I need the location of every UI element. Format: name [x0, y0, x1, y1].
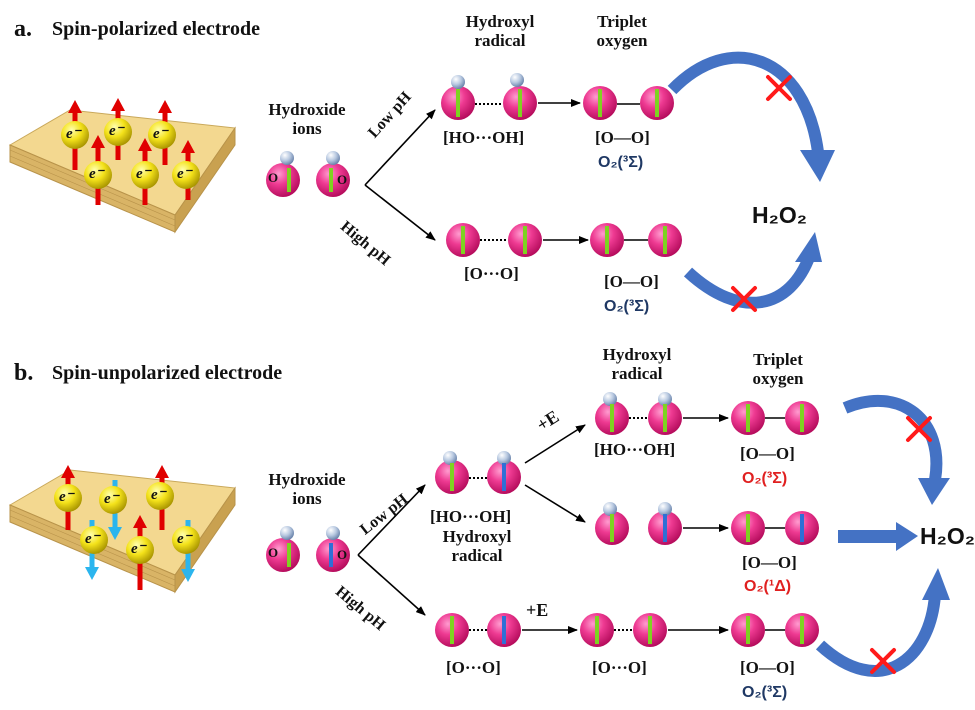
ho-oh-b-mid: [HO···OH]: [430, 507, 512, 526]
blue-curve-arrow-a-top: [667, 51, 835, 182]
electron-label: e⁻: [177, 166, 192, 182]
hydroxyl-label-a: Hydroxyl radical: [465, 12, 535, 50]
branch-arrows-b: [357, 424, 586, 616]
panel-a-title: Spin-polarized electrode: [52, 18, 260, 40]
electron-up-b3: [146, 465, 174, 530]
o-bond-o-b2: [O—O]: [742, 553, 797, 572]
panel-a-letter: a.: [14, 16, 32, 42]
triplet-oxygen-b-bottom: [731, 613, 819, 647]
o-dots-o-b1: [O···O]: [446, 658, 501, 677]
electron-label: e⁻: [85, 531, 100, 547]
o-bond-o-b3: [O—O]: [740, 658, 795, 677]
hydroxyl-label-b-top: Hydroxyl radical: [602, 345, 672, 383]
electron-up-a4: [84, 135, 112, 205]
panel-b-title: Spin-unpolarized electrode: [52, 362, 283, 384]
ho-oh-b-top: [HO···OH]: [594, 440, 676, 459]
atom-o-b2: O: [337, 547, 348, 562]
block-cross-a-bottom: [731, 286, 757, 312]
electron-down-b2: [99, 480, 127, 540]
electrons-b: [54, 465, 200, 590]
electron-up-a1: [61, 100, 89, 170]
o-dots-o-pair-b-2: [580, 613, 667, 647]
h2o2-a: H₂O₂: [752, 202, 807, 228]
o-bond-o-a1: [O—O]: [595, 128, 650, 147]
atom-o-a1: O: [268, 170, 279, 185]
atom-o-a2: O: [337, 172, 348, 187]
electron-label: e⁻: [151, 487, 166, 503]
triplet-label-a: Triplet oxygen: [596, 12, 648, 50]
branch-arrows-a: [364, 109, 436, 241]
electron-up-a6: [172, 140, 200, 200]
o2-singlet-b-red: O₂(¹Δ): [744, 578, 792, 595]
blue-curve-arrow-b-top: [842, 394, 950, 505]
hydroxide-ions-b: [266, 526, 350, 572]
electron-down-b6: [172, 520, 200, 582]
triplet-oxygen-b-top: [731, 401, 819, 435]
singlet-oxygen-b: [731, 511, 819, 545]
blue-straight-arrow-b: [838, 522, 918, 551]
o-dots-o-a: [O···O]: [464, 264, 519, 283]
triplet-oxygen-a-bottom: [590, 223, 682, 257]
electron-up-a3: [148, 100, 176, 165]
electron-label: e⁻: [177, 531, 192, 547]
o-dots-o-pair-b-1: [435, 613, 521, 647]
hydroxide-label-a: Hydroxide ions: [268, 100, 346, 138]
electron-up-a2: [104, 98, 132, 160]
plus-e-b2: +E: [526, 600, 549, 620]
block-cross-b-bottom: [870, 648, 896, 674]
electron-down-b4: [80, 520, 108, 580]
o-dots-o-pair-a: [446, 223, 542, 257]
h2o2-b: H₂O₂: [920, 523, 975, 549]
electron-label: e⁻: [153, 126, 168, 142]
electron-up-b5: [126, 515, 154, 590]
hydroxyl-pair-b-center: [435, 451, 521, 494]
electron-label: e⁻: [89, 166, 104, 182]
electron-up-a5: [131, 138, 159, 205]
electron-label: e⁻: [59, 489, 74, 505]
o2-triplet-b-red: O₂(³Σ): [742, 470, 788, 487]
electrons-a: [61, 98, 200, 205]
electron-label: e⁻: [66, 126, 81, 142]
hydroxide-label-b: Hydroxide ions: [268, 470, 346, 508]
triplet-oxygen-a-top: [583, 86, 674, 120]
blue-curve-arrow-a-bottom: [683, 232, 822, 309]
electron-label: e⁻: [136, 166, 151, 182]
ho-oh-a: [HO···OH]: [443, 128, 525, 147]
hydroxyl-label-b-mid: Hydroxyl radical: [442, 527, 512, 565]
block-cross-b-top: [906, 416, 932, 442]
o-dots-o-b2: [O···O]: [592, 658, 647, 677]
hydroxyl-pair-b-middle: [595, 502, 682, 545]
block-cross-a-top: [766, 75, 792, 101]
electrode-b: [8, 469, 236, 594]
hydroxyl-pair-b-top: [595, 392, 682, 435]
triplet-label-b: Triplet oxygen: [752, 350, 804, 388]
electron-up-b1: [54, 465, 82, 530]
o2-triplet-b-navy: O₂(³Σ): [742, 684, 788, 701]
electron-label: e⁻: [104, 491, 119, 507]
electron-label: e⁻: [131, 541, 146, 557]
hydroxide-ions-a: [266, 151, 350, 197]
electron-label: e⁻: [109, 123, 124, 139]
blue-curve-arrow-b-bottom: [815, 568, 950, 677]
atom-o-b1: O: [268, 545, 279, 560]
hydroxyl-pair-a: [441, 73, 537, 120]
o-bond-o-b1: [O—O]: [740, 444, 795, 463]
o2-triplet-a2: O₂(³Σ): [604, 298, 650, 315]
o-bond-o-a2: [O—O]: [604, 272, 659, 291]
panel-b-letter: b.: [14, 360, 34, 386]
o2-triplet-a1: O₂(³Σ): [598, 154, 644, 171]
